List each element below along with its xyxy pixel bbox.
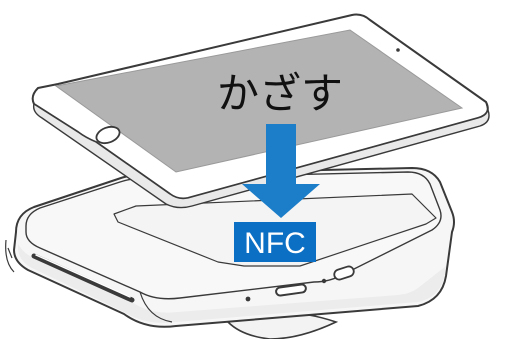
- printer: [5, 167, 455, 339]
- paper-slot-inner: [35, 254, 131, 298]
- paper-slot: [31, 253, 135, 303]
- printer-side-band: [18, 244, 446, 323]
- printer-side-ridge: [5, 239, 15, 273]
- nfc-label: NFC: [244, 227, 306, 260]
- nfc-badge: [234, 222, 316, 262]
- phone-edge: [32, 101, 490, 209]
- power-button: [333, 265, 355, 281]
- smartphone: [31, 13, 490, 209]
- status-led: [245, 296, 251, 302]
- home-button: [95, 125, 121, 145]
- instruction-text: かざす: [217, 69, 343, 118]
- phone-screen: [54, 29, 464, 173]
- down-arrow-icon: [242, 124, 320, 218]
- printer-corner-curve: [139, 291, 173, 323]
- front-camera: [396, 48, 400, 52]
- usb-port: [275, 283, 307, 297]
- reset-hole: [321, 278, 327, 284]
